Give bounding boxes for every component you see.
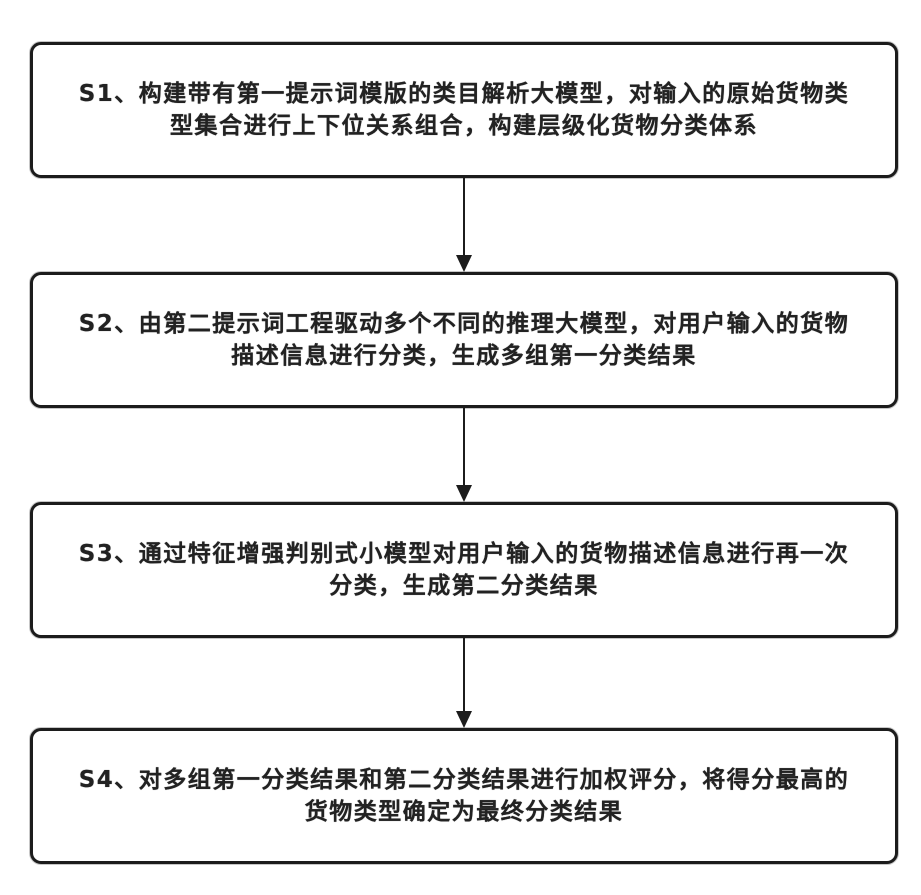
flow-step-s2-line2: 描述信息进行分类，生成多组第一分类结果: [231, 343, 697, 369]
flow-step-s4: S4、对多组第一分类结果和第二分类结果进行加权评分，将得分最高的 货物类型确定为…: [30, 728, 898, 864]
arrow-shaft: [463, 408, 465, 485]
flow-step-s3-line1: S3、通过特征增强判别式小模型对用户输入的货物描述信息进行再一次: [78, 541, 850, 567]
arrow-shaft: [463, 178, 465, 255]
flow-step-s2-line1: S2、由第二提示词工程驱动多个不同的推理大模型，对用户输入的货物: [78, 311, 850, 337]
flow-step-s3: S3、通过特征增强判别式小模型对用户输入的货物描述信息进行再一次 分类，生成第二…: [30, 502, 898, 638]
down-arrow-icon-3: [455, 638, 473, 728]
flow-step-s1-line2: 型集合进行上下位关系组合，构建层级化货物分类体系: [169, 113, 758, 139]
flow-step-s3-text: S3、通过特征增强判别式小模型对用户输入的货物描述信息进行再一次 分类，生成第二…: [55, 538, 874, 602]
arrow-head: [456, 255, 472, 272]
flow-step-s2: S2、由第二提示词工程驱动多个不同的推理大模型，对用户输入的货物 描述信息进行分…: [30, 272, 898, 408]
flow-step-s2-text: S2、由第二提示词工程驱动多个不同的推理大模型，对用户输入的货物 描述信息进行分…: [55, 308, 874, 372]
flow-step-s4-text: S4、对多组第一分类结果和第二分类结果进行加权评分，将得分最高的 货物类型确定为…: [55, 764, 874, 828]
arrow-head: [456, 711, 472, 728]
arrow-shaft: [463, 638, 465, 711]
flow-step-s4-line1: S4、对多组第一分类结果和第二分类结果进行加权评分，将得分最高的: [78, 767, 850, 793]
flow-step-s1-text: S1、构建带有第一提示词模版的类目解析大模型，对输入的原始货物类 型集合进行上下…: [55, 78, 874, 142]
arrow-head: [456, 485, 472, 502]
flow-step-s4-line2: 货物类型确定为最终分类结果: [304, 799, 624, 825]
flow-step-s1-line1: S1、构建带有第一提示词模版的类目解析大模型，对输入的原始货物类: [78, 81, 850, 107]
flow-step-s3-line2: 分类，生成第二分类结果: [329, 573, 599, 599]
flow-step-s1: S1、构建带有第一提示词模版的类目解析大模型，对输入的原始货物类 型集合进行上下…: [30, 42, 898, 178]
down-arrow-icon-2: [455, 408, 473, 502]
down-arrow-icon-1: [455, 178, 473, 272]
